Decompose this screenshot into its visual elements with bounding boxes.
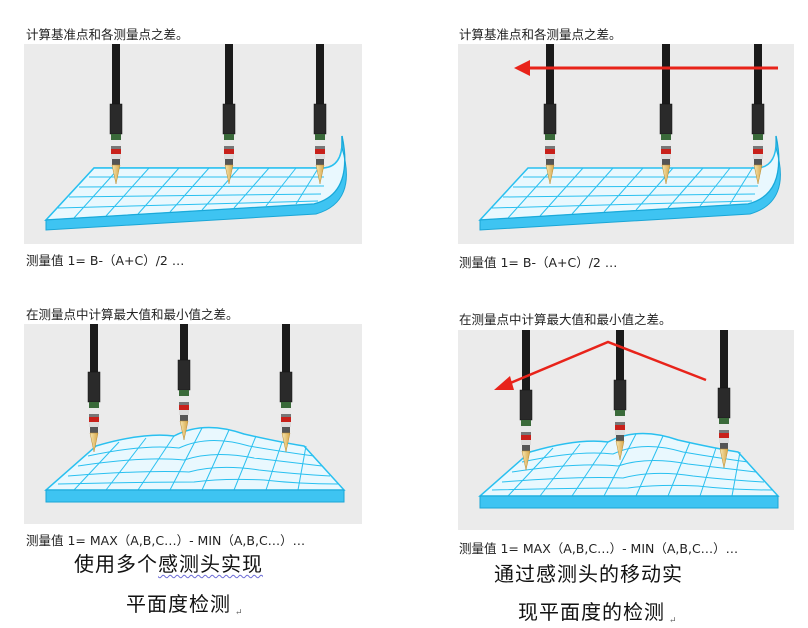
caption-right-line2-text: 现平面度的检测 bbox=[518, 600, 665, 624]
formula-text: 测量值 1= B-（A+C）/2 … bbox=[26, 253, 185, 268]
panel-title: 计算基准点和各测量点之差。 bbox=[26, 27, 189, 42]
caption-left-line1: 使用多个感测头实现 bbox=[74, 548, 263, 577]
formula-text: 测量值 1= MAX（A,B,C…）- MIN（A,B,C…）… bbox=[26, 533, 306, 548]
sensor-probe-icon bbox=[279, 324, 293, 453]
sensor-probe-icon bbox=[313, 44, 327, 185]
plate-illustration bbox=[44, 324, 346, 503]
sensor-probe-icon bbox=[222, 44, 236, 185]
caption-right-line1: 通过感测头的移动实 bbox=[494, 562, 683, 586]
panel-title: 在测量点中计算最大值和最小值之差。 bbox=[459, 312, 672, 327]
paragraph-mark-icon: ↵ bbox=[235, 608, 244, 618]
sensor-probe-icon bbox=[177, 324, 191, 441]
sensor-probe-icon bbox=[87, 324, 101, 453]
panel-title: 计算基准点和各测量点之差。 bbox=[459, 27, 622, 42]
sensor-probe-icon bbox=[659, 44, 673, 185]
caption-left-line1-b: 感测头实现 bbox=[158, 552, 263, 576]
caption-left-line2-text: 平面度检测 bbox=[126, 592, 231, 616]
plate-illustration bbox=[478, 330, 780, 509]
formula-text: 测量值 1= B-（A+C）/2 … bbox=[459, 255, 618, 270]
caption-left-line1-a: 使用多个 bbox=[74, 552, 158, 576]
illustration bbox=[458, 330, 794, 530]
illustration bbox=[24, 44, 362, 244]
plate-illustration bbox=[478, 44, 781, 231]
plate-illustration bbox=[44, 44, 347, 231]
sensor-probe-icon bbox=[751, 44, 765, 185]
sensor-probe-icon bbox=[109, 44, 123, 185]
red-arrow-icon bbox=[494, 340, 707, 390]
red-arrow-icon bbox=[514, 60, 778, 76]
sensor-probe-icon bbox=[543, 44, 557, 185]
panel-title: 在测量点中计算最大值和最小值之差。 bbox=[26, 307, 239, 322]
formula-text: 测量值 1= MAX（A,B,C…）- MIN（A,B,C…）… bbox=[459, 541, 739, 556]
caption-left-line2: 平面度检测 ↵ bbox=[126, 588, 243, 618]
sensor-probe-icon bbox=[519, 330, 533, 471]
illustration bbox=[24, 324, 362, 524]
illustration bbox=[458, 44, 794, 244]
caption-right-line2: 现平面度的检测 ↵ bbox=[518, 596, 677, 626]
paragraph-mark-icon: ↵ bbox=[669, 616, 678, 626]
sensor-probe-icon bbox=[717, 330, 731, 469]
